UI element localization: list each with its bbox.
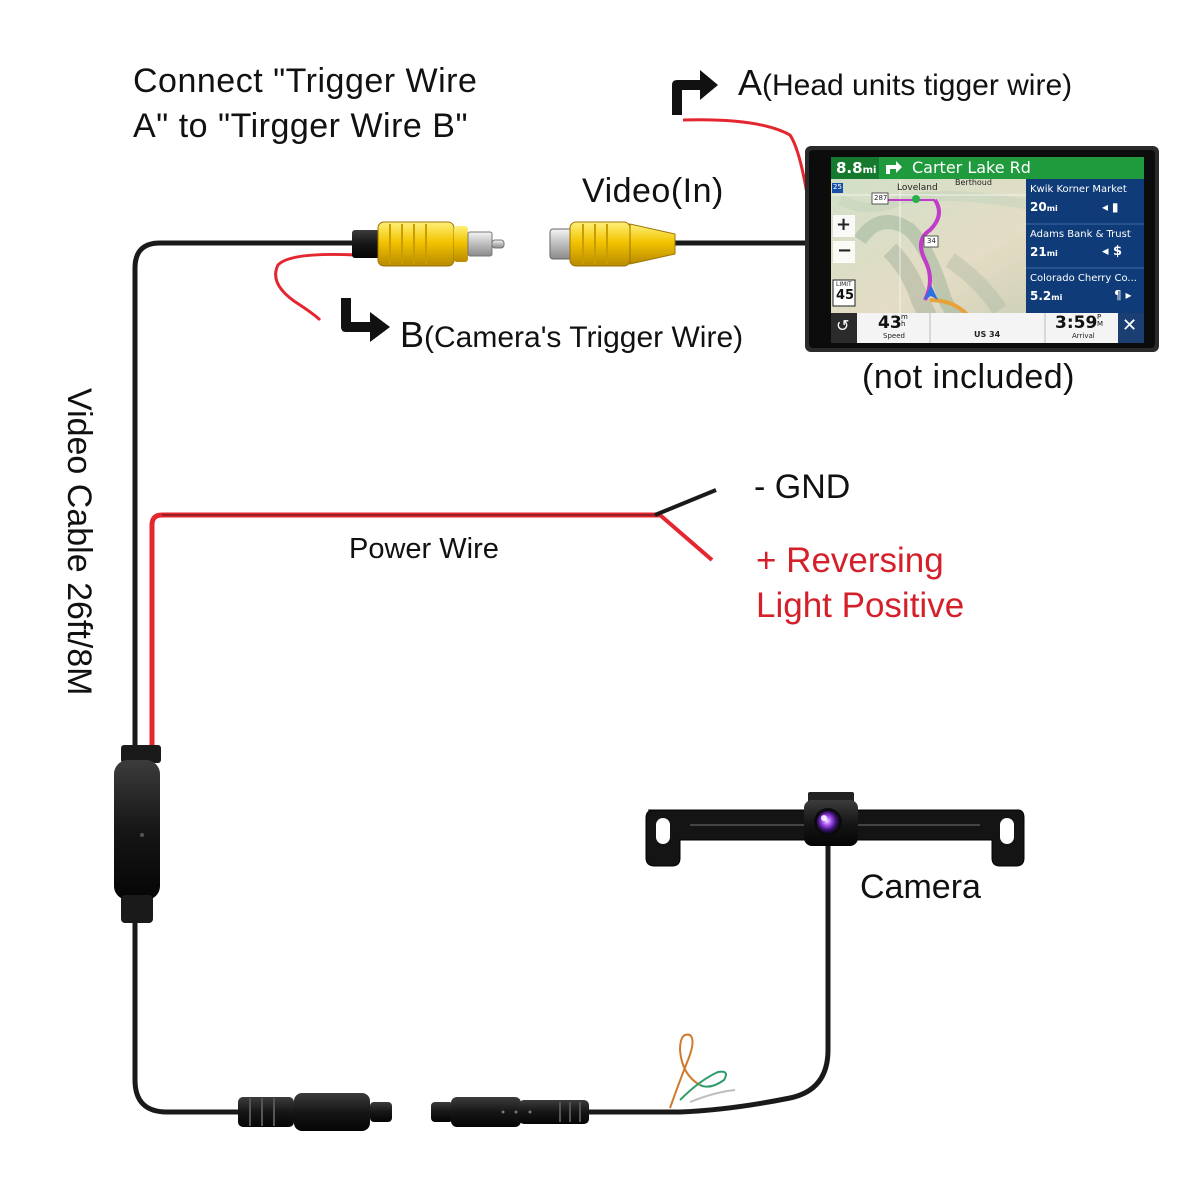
- aviation-connector-male: [431, 1097, 589, 1127]
- arrow-b-icon: [341, 298, 390, 342]
- bank-icon: ◂ $: [1102, 244, 1123, 259]
- instruction-line2: A" to "Tirgger Wire B": [133, 107, 469, 145]
- gps-speed-unit-top: m: [901, 313, 908, 321]
- label-power-wire: Power Wire: [349, 533, 499, 565]
- gps-route-shield-287: 287: [874, 194, 888, 202]
- license-plate-camera: [645, 792, 1025, 867]
- label-not-included: (not included): [862, 358, 1076, 396]
- gps-poi-2-name[interactable]: Adams Bank & Trust: [1030, 229, 1131, 240]
- gps-zoom-in-button[interactable]: +: [836, 214, 852, 235]
- close-icon: ✕: [1122, 315, 1138, 336]
- gps-distance: 8.8mi: [836, 159, 876, 177]
- label-b-letter: B: [400, 314, 425, 355]
- gps-road-label: US 34: [974, 330, 1001, 339]
- gps-street: Carter Lake Rd: [912, 158, 1031, 177]
- label-video-in: Video(In): [582, 172, 724, 210]
- gps-zoom-out-button[interactable]: −: [837, 240, 853, 261]
- gps-poi-3-name[interactable]: Colorado Cherry Co...: [1030, 273, 1137, 284]
- label-camera-trigger: B(Camera's Trigger Wire): [400, 314, 743, 356]
- gps-speed: 43: [878, 313, 902, 333]
- video-cable: [132, 240, 352, 1115]
- gps-speed-label: Speed: [883, 332, 905, 340]
- gps-arrival-ampm-top: P: [1097, 313, 1102, 321]
- gps-poi-1-unit: mi: [1046, 204, 1058, 213]
- label-video-cable: Video Cable 26ft/8M: [60, 388, 98, 696]
- inline-junction-box: [114, 745, 161, 923]
- rca-male-connector: [352, 221, 505, 267]
- gps-arrival-ampm-bottom: M: [1097, 320, 1104, 328]
- restaurant-icon: ¶ ▸: [1114, 288, 1132, 302]
- gps-poi-3-distance[interactable]: 5.2mi: [1030, 289, 1062, 303]
- gps-poi-1-distance-value: 20: [1030, 200, 1047, 214]
- fuel-icon: ◂ ▮: [1102, 200, 1119, 214]
- gps-town-berthoud: Berthoud: [955, 178, 992, 187]
- breakout-wires: [669, 1033, 736, 1109]
- camera-trigger-wire: [274, 252, 357, 322]
- rca-female-connector: [549, 221, 676, 267]
- gps-close-button[interactable]: ✕: [1122, 315, 1137, 336]
- gps-poi-2-distance-value: 21: [1030, 245, 1047, 259]
- label-reversing-line1: + Reversing: [756, 541, 944, 580]
- gps-poi-1-distance[interactable]: 20mi: [1030, 200, 1058, 214]
- gps-speed-unit-bottom: h: [901, 320, 906, 328]
- gps-back-button[interactable]: ↺: [836, 316, 849, 335]
- gps-route-shield-34: 34: [927, 237, 936, 245]
- label-camera: Camera: [860, 868, 981, 906]
- gps-limit-label: LIMIT: [836, 281, 852, 288]
- gps-poi-3-distance-value: 5.2: [1030, 289, 1052, 303]
- gps-limit-value: 45: [836, 288, 855, 303]
- gps-arrival-label: Arrival: [1072, 332, 1095, 340]
- gps-poi-2-distance[interactable]: 21mi: [1030, 245, 1058, 259]
- label-reversing-line2: Light Positive: [756, 586, 965, 625]
- camera-cable: [589, 840, 831, 1115]
- gps-speed-value: 43: [878, 313, 902, 333]
- gps-route-shield-25: 25: [833, 183, 842, 191]
- gps-poi-2-unit: mi: [1046, 249, 1058, 258]
- label-head-unit-trigger: A(Head units tigger wire): [738, 62, 1072, 104]
- gps-town-loveland: Loveland: [897, 183, 938, 193]
- label-gnd: - GND: [754, 468, 851, 506]
- gps-distance-unit: mi: [862, 165, 877, 176]
- gps-distance-value: 8.8: [836, 159, 863, 177]
- label-a-letter: A: [738, 62, 763, 103]
- label-b-text: (Camera's Trigger Wire): [424, 321, 744, 354]
- arrow-a-icon: [672, 70, 718, 115]
- head-unit-trigger-wire: [682, 118, 810, 201]
- gps-poi-3-unit: mi: [1051, 293, 1063, 302]
- label-a-text: (Head units tigger wire): [762, 69, 1073, 102]
- instruction-line1: Connect "Trigger Wire: [133, 62, 478, 100]
- back-icon: ↺: [836, 316, 850, 335]
- aviation-connector-female: [238, 1093, 392, 1131]
- gps-poi-1-name[interactable]: Kwik Korner Market: [1030, 184, 1127, 195]
- gps-head-unit: [805, 146, 1159, 352]
- power-wire: [149, 488, 717, 760]
- gps-arrival-time: 3:59: [1055, 313, 1098, 333]
